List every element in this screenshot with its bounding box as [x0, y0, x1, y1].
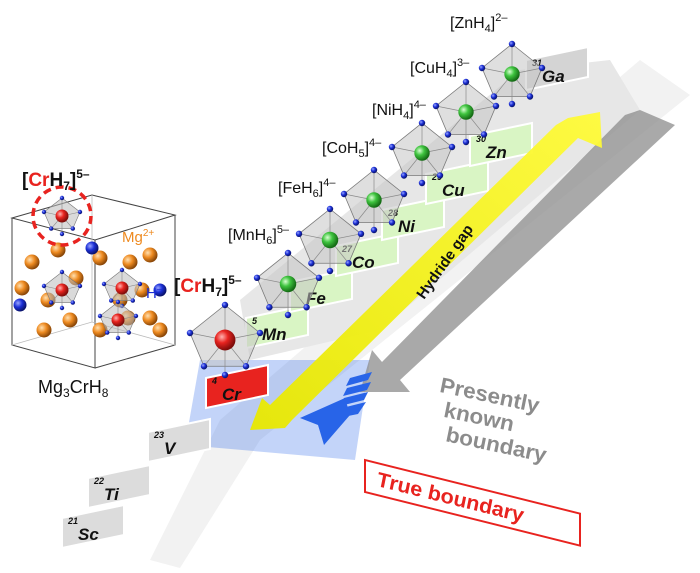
- element-symbol: Ni: [398, 217, 416, 236]
- crystal-complex-label: [CrH7]5–: [22, 167, 90, 193]
- element-number: 21: [67, 516, 78, 526]
- h-atom: [119, 267, 125, 273]
- h-atom: [59, 231, 65, 237]
- h-atom: [133, 313, 139, 319]
- h-atom: [41, 283, 47, 289]
- complex-fe: [295, 205, 365, 275]
- complex-label-cr: [CrH7]5–: [174, 273, 242, 299]
- element-symbol: Mn: [262, 325, 287, 344]
- element-number: 30: [476, 134, 486, 144]
- h-atom: [13, 298, 27, 312]
- mg-atom: [24, 254, 40, 270]
- mg-atom: [142, 247, 158, 263]
- h-atom: [59, 305, 65, 311]
- element-cell-cr: 4Cr: [205, 363, 269, 410]
- element-symbol: Zn: [485, 143, 507, 162]
- h-atom: [49, 300, 54, 305]
- complex-mn: [253, 249, 323, 319]
- cr-atom: [55, 283, 69, 297]
- h-atom: [109, 298, 114, 303]
- complex-label-ni: [NiH4]4–: [372, 99, 427, 122]
- mg-atom: [92, 250, 108, 266]
- h-atom: [137, 281, 143, 287]
- h-atom: [77, 209, 83, 215]
- h-atom: [49, 226, 54, 231]
- cr-atom: [111, 313, 125, 327]
- h-ion-label: H–: [146, 284, 163, 302]
- h-atom: [70, 226, 76, 231]
- element-symbol: Cr: [222, 385, 242, 404]
- complex-label-co: [CoH5]4–: [322, 137, 382, 160]
- element-symbol: Ti: [104, 485, 120, 504]
- complex-label-mn: [MnH6]5–: [228, 224, 290, 247]
- element-number: 4: [211, 376, 217, 386]
- mg-ion-label: Mg2+: [122, 228, 154, 246]
- h-atom: [59, 195, 65, 201]
- complex-ni: [388, 119, 456, 187]
- element-cell-v: 23V: [147, 417, 211, 464]
- element-symbol: Ga: [542, 67, 565, 86]
- mg-atom: [152, 322, 168, 338]
- h-atom: [59, 269, 65, 275]
- mg-atom: [14, 280, 30, 296]
- complex-structures: [186, 40, 546, 379]
- h-atom: [85, 241, 99, 255]
- element-number: 5: [252, 316, 258, 326]
- element-symbol: Sc: [78, 525, 99, 544]
- complex-zn: [478, 40, 546, 108]
- compound-formula: Mg3CrH8: [38, 377, 109, 400]
- true-boundary-arrow: [300, 372, 372, 445]
- presently-known-text: Presently known boundary: [440, 372, 548, 468]
- element-number: 31: [532, 58, 542, 68]
- complex-label-cu: [CuH4]3–: [410, 57, 470, 80]
- crystal-structure: [10, 185, 177, 369]
- mg-atom: [62, 312, 78, 328]
- h-atom: [97, 313, 103, 319]
- mg-atom: [92, 322, 108, 338]
- mg-atom: [36, 322, 52, 338]
- complex-label-zn: [ZnH4]2–: [450, 12, 508, 35]
- h-atom: [70, 300, 76, 305]
- complex-labels: [CrH7]5– [MnH6]5– [FeH6]4– [CoH5]4– [NiH…: [174, 12, 508, 299]
- element-number: 29: [431, 172, 442, 182]
- h-atom: [126, 330, 131, 335]
- h-atom: [153, 283, 167, 297]
- h-atom: [77, 283, 83, 289]
- cr-atom: [55, 209, 69, 223]
- h-atom: [41, 209, 47, 215]
- mg-atom: [142, 310, 158, 326]
- complex-cr: [186, 301, 264, 379]
- h-atom: [105, 330, 110, 335]
- h-atom: [101, 281, 107, 287]
- mg-atom: [122, 254, 138, 270]
- element-symbol: Co: [352, 253, 375, 272]
- element-symbol: V: [164, 439, 177, 458]
- main-element-cells: 4Cr5MnFe27Co28Ni29Cu30Zn31Ga: [205, 45, 589, 410]
- element-symbol: Cu: [442, 181, 465, 200]
- complex-co: [340, 166, 408, 234]
- h-atom: [115, 335, 121, 341]
- true-boundary-box: True boundary: [364, 458, 581, 547]
- h-atom: [130, 298, 135, 303]
- complex-label-fe: [FeH6]4–: [278, 177, 336, 200]
- element-number: 23: [153, 430, 164, 440]
- cr-atom: [115, 281, 129, 295]
- element-number: 22: [93, 476, 104, 486]
- h-atom: [115, 299, 121, 305]
- presently-known-arrow: [360, 110, 675, 392]
- highlight-circle: [31, 185, 93, 247]
- complex-cu: [432, 78, 500, 146]
